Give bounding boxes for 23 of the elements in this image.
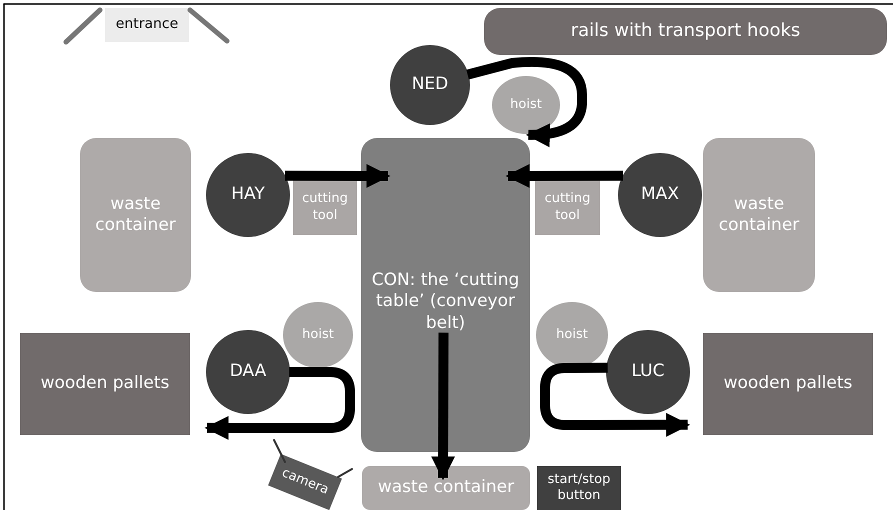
pallet-box: wooden pallets — [20, 333, 190, 435]
arrow — [284, 164, 390, 188]
cutting-tool-box: cutting tool — [535, 180, 600, 235]
waste-container-box: waste container — [362, 466, 530, 510]
pallet-box: wooden pallets — [703, 333, 873, 435]
worker-circle: LUC — [606, 330, 690, 414]
worker-circle: HAY — [206, 153, 290, 237]
conveyor-table: CON: the ‘cutting table’ (conveyor belt) — [361, 138, 530, 452]
arrow — [506, 164, 624, 188]
worker-circle: NED — [390, 45, 470, 125]
arrow — [431, 332, 456, 480]
arrow — [466, 56, 587, 147]
rail-bar: rails with transport hooks — [484, 8, 887, 55]
waste-container-box: waste container — [80, 138, 191, 292]
waste-container-box: waste container — [703, 138, 815, 292]
entrance-label: entrance — [105, 8, 189, 42]
worker-circle: MAX — [618, 153, 702, 237]
cutting-tool-box: cutting tool — [293, 180, 357, 235]
arrow — [540, 362, 690, 437]
hoist-circle: hoist — [492, 76, 560, 134]
worker-circle: DAA — [206, 330, 290, 414]
start-stop-button-box: start/stop button — [537, 466, 621, 510]
hoist-circle: hoist — [283, 302, 353, 368]
